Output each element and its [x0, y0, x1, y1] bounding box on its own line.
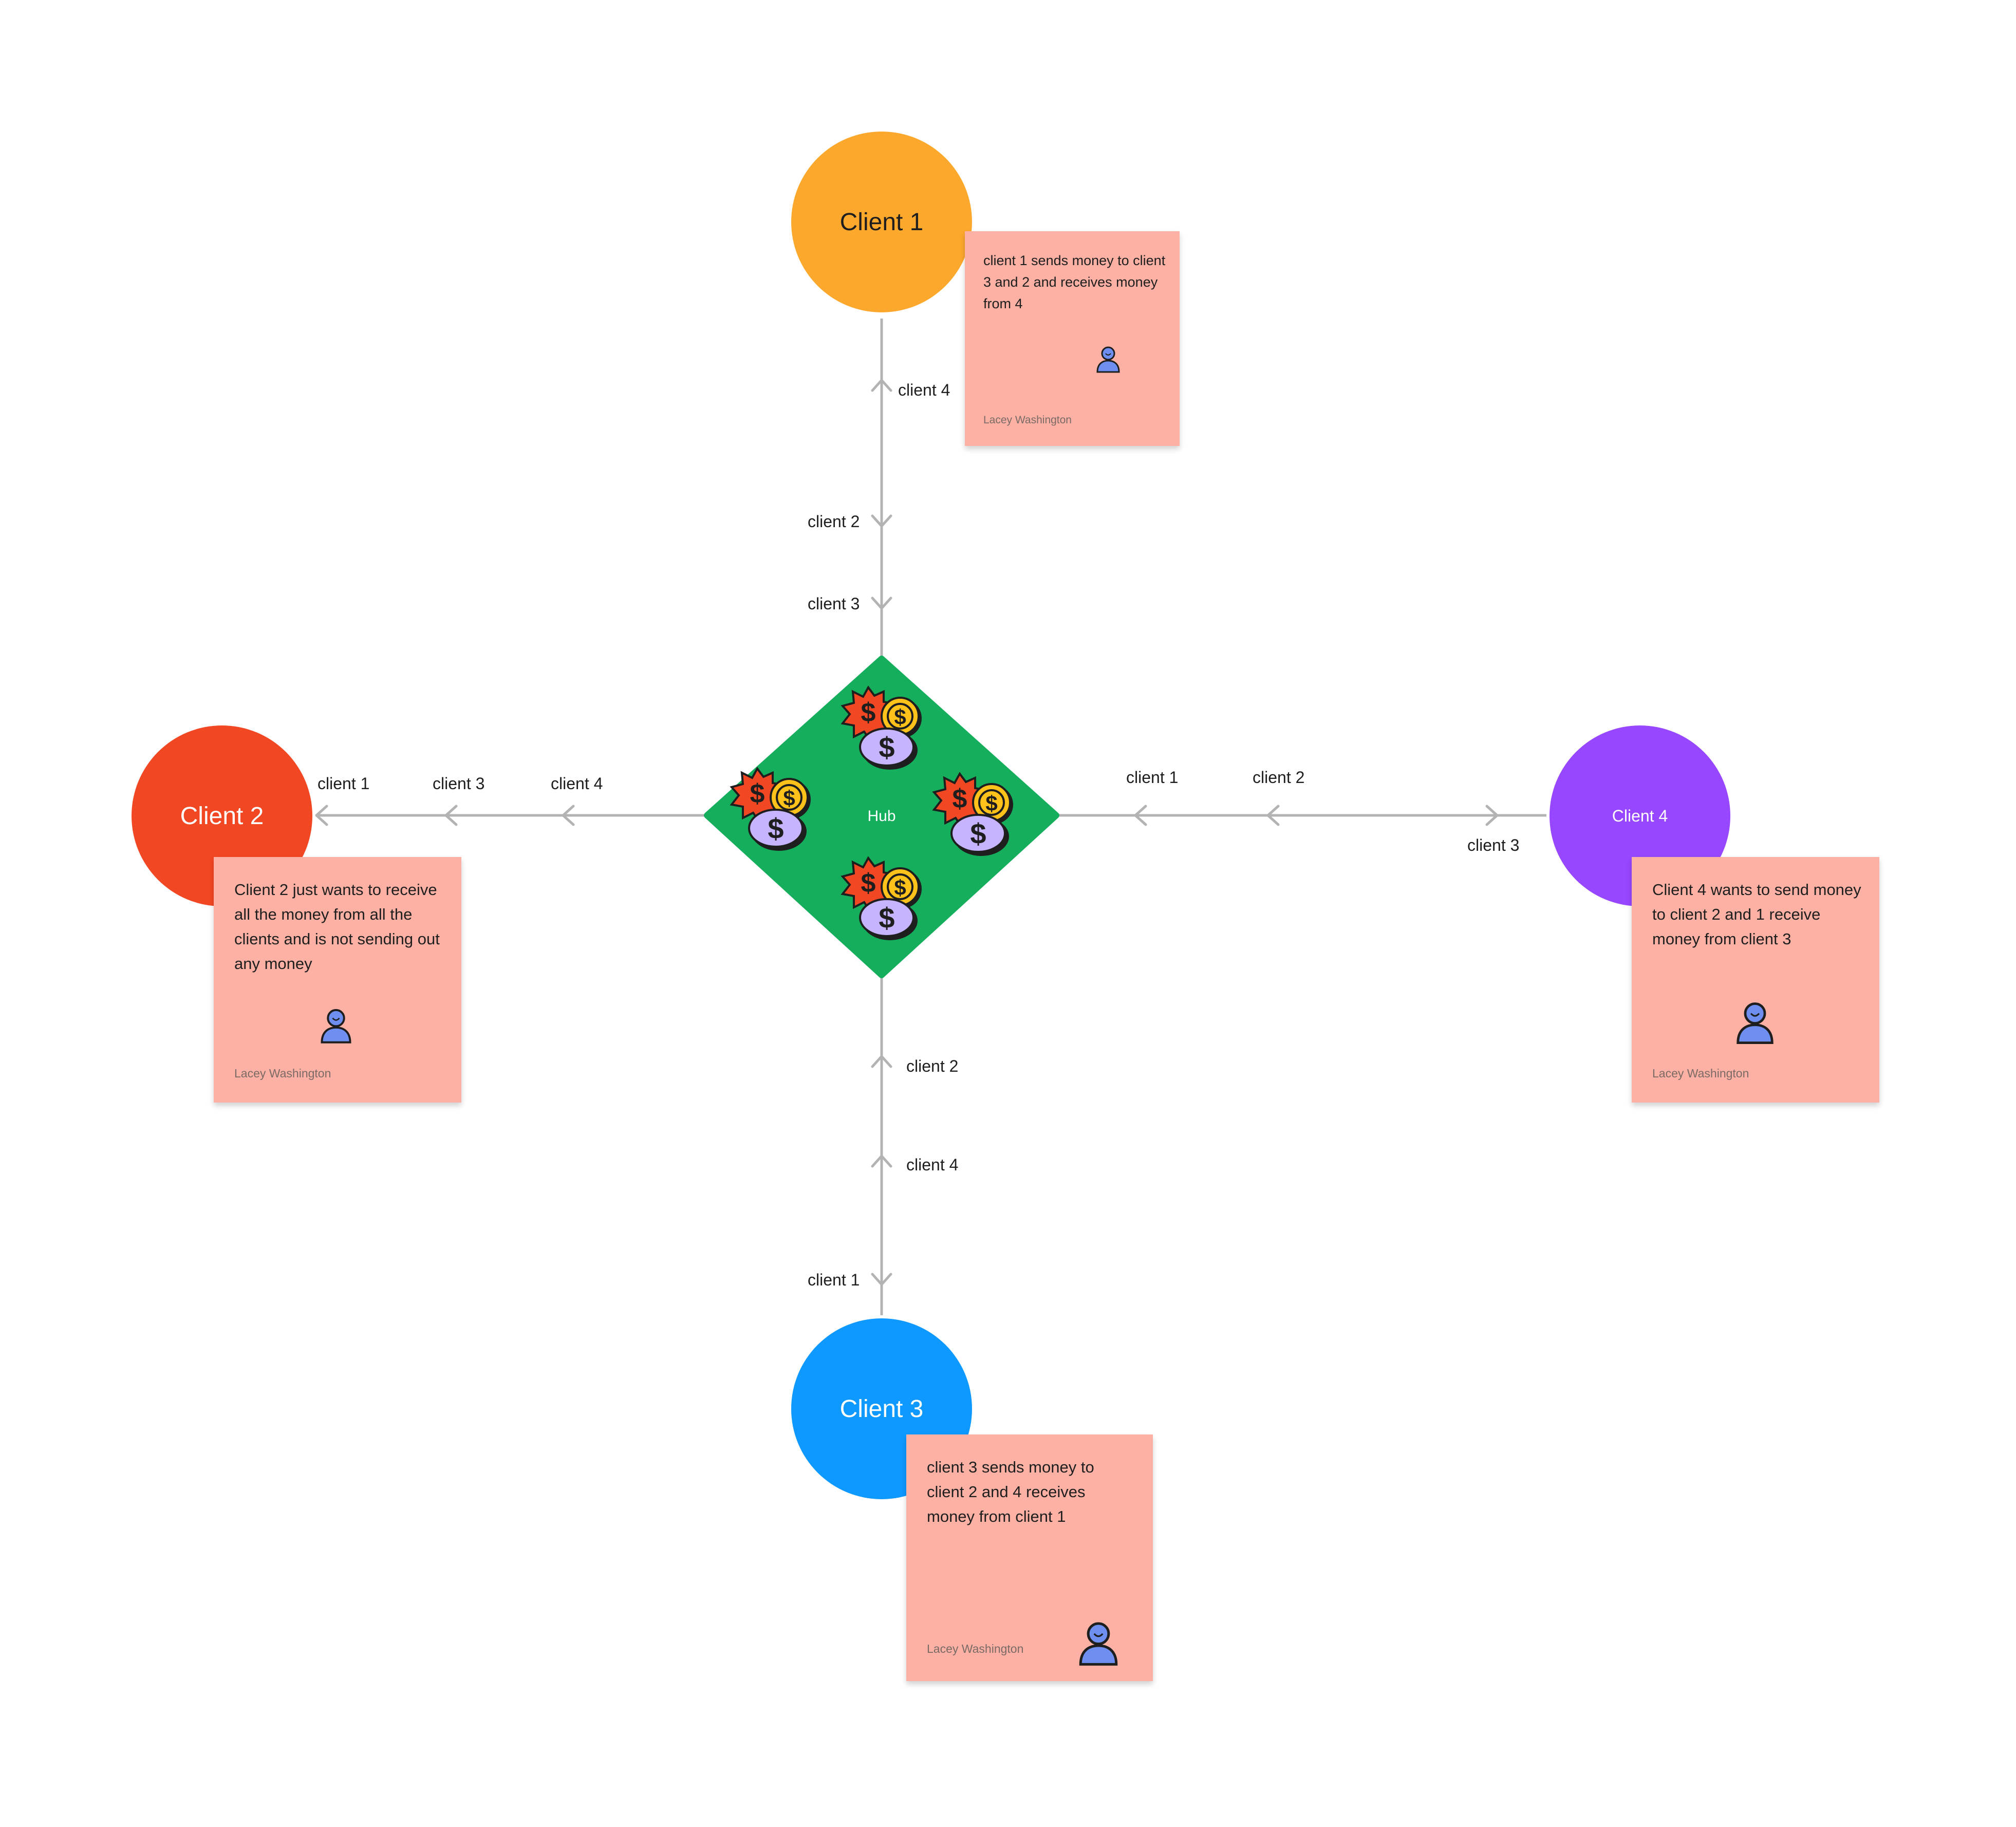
hub-diamond[interactable]: [704, 656, 1059, 978]
hub-label: Hub: [867, 808, 895, 825]
edge-label: client 3: [433, 774, 484, 793]
user-avatar-icon: [1079, 1622, 1118, 1666]
edge-label: client 1: [318, 774, 369, 793]
sticky-note-author: Lacey Washington: [927, 1642, 1024, 1655]
client-1-node[interactable]: Client 1: [791, 132, 972, 312]
edge-label: client 4: [906, 1155, 958, 1174]
user-avatar-icon: [1737, 1002, 1774, 1045]
edge-label: client 2: [906, 1057, 958, 1075]
sticky-note-client-4[interactable]: Client 4 wants to send money to client 2…: [1632, 857, 1879, 1103]
sticky-note-text: client 3 sends money to client 2 and 4 r…: [927, 1458, 1094, 1525]
sticky-note-author: Lacey Washington: [234, 1067, 331, 1080]
sticky-note-client-2[interactable]: Client 2 just wants to receive all the m…: [214, 857, 461, 1103]
client-1-label: Client 1: [839, 208, 924, 236]
edge-label: client 4: [551, 774, 603, 793]
sticky-note-text: Client 2 just wants to receive all the m…: [234, 881, 440, 973]
client-2-label: Client 2: [180, 802, 264, 830]
sticky-note-client-3[interactable]: client 3 sends money to client 2 and 4 r…: [906, 1434, 1153, 1681]
edge-label: client 2: [808, 512, 860, 531]
sticky-note-text: Client 4 wants to send money to client 2…: [1652, 881, 1861, 948]
edge-label: client 2: [1253, 768, 1304, 787]
edge-label: client 1: [808, 1271, 860, 1289]
edge-label: client 3: [1467, 836, 1519, 854]
sticky-note-author: Lacey Washington: [1652, 1067, 1749, 1080]
client-4-label: Client 4: [1612, 806, 1668, 825]
edge-label: client 3: [808, 594, 860, 613]
edge-label: client 1: [1126, 768, 1178, 787]
sticky-note-client-1[interactable]: client 1 sends money to client 3 and 2 a…: [965, 231, 1180, 446]
user-avatar-icon: [321, 1009, 351, 1043]
sticky-note-author: Lacey Washington: [983, 414, 1072, 426]
edge-label: client 4: [898, 381, 950, 399]
client-3-label: Client 3: [839, 1395, 924, 1423]
user-avatar-icon: [1096, 346, 1120, 373]
sticky-note-text: client 1 sends money to client 3 and 2 a…: [983, 253, 1166, 311]
